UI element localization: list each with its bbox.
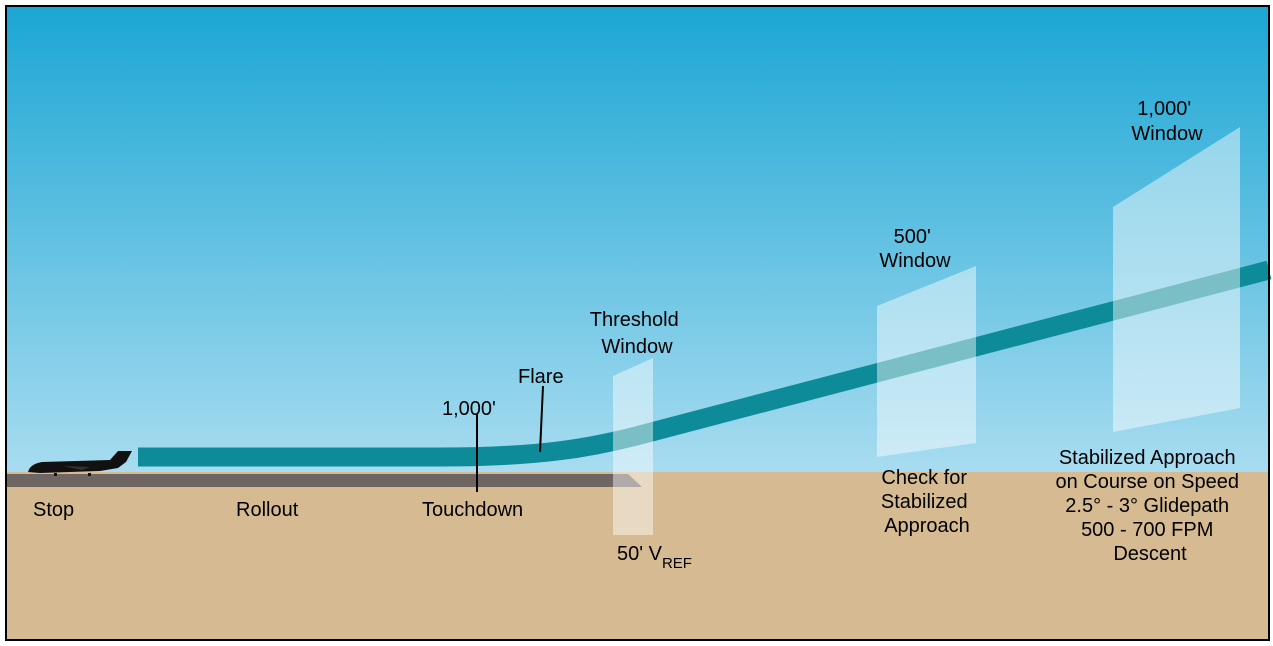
- runway: [6, 474, 642, 487]
- stabilized-approach-criteria: Stabilized Approach on Course on Speed 2…: [1055, 447, 1244, 565]
- ground: [6, 472, 1269, 640]
- window-500: [877, 266, 976, 457]
- sky: [6, 6, 1269, 472]
- business-jet-icon: [28, 451, 132, 476]
- window-500-label: 500' Window: [879, 226, 951, 272]
- stop-label: Stop: [33, 499, 74, 521]
- flare-label: Flare: [518, 366, 564, 388]
- flare-callout-line: [539, 385, 544, 453]
- window-1000-label: 1,000' Window: [1131, 98, 1203, 145]
- rollout-label: Rollout: [236, 499, 299, 521]
- approach-flight-path: [138, 260, 1272, 467]
- diagram-frame: [5, 5, 1270, 641]
- threshold-window: [613, 358, 653, 535]
- touchdown-distance-label: 1,000': [442, 398, 496, 420]
- threshold-window-label: Threshold Window: [590, 309, 685, 358]
- touchdown-label: Touchdown: [422, 499, 523, 521]
- window-1000: [1113, 127, 1240, 432]
- vref-label: 50' VREF: [617, 543, 692, 572]
- check-stabilized-label: Check for Stabilized Approach: [881, 467, 973, 537]
